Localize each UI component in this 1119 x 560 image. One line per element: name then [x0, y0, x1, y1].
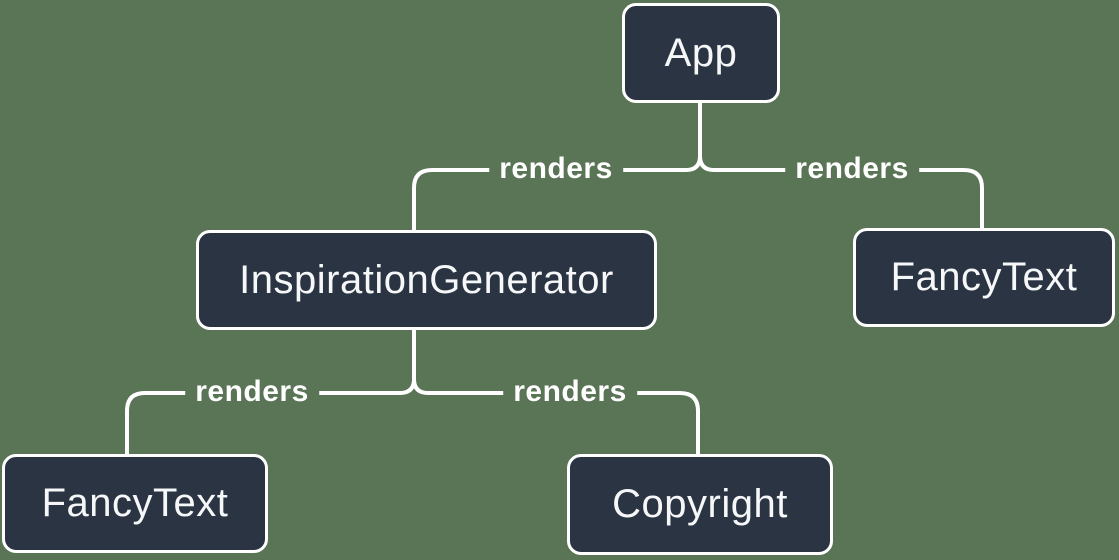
node-inspiration-generator-label: InspirationGenerator — [239, 257, 614, 302]
node-copyright-label: Copyright — [612, 482, 788, 526]
node-inspiration-generator: InspirationGenerator — [196, 230, 657, 330]
node-app-label: App — [664, 30, 738, 75]
edge-label-renders: renders — [185, 373, 319, 411]
node-copyright: Copyright — [567, 454, 833, 555]
edge-label-renders: renders — [785, 150, 919, 188]
edge-label-renders: renders — [489, 150, 623, 188]
node-fancy-text-label: FancyText — [41, 481, 229, 525]
node-app: App — [622, 3, 780, 103]
node-fancy-text: FancyText — [2, 454, 268, 553]
node-fancy-text: FancyText — [853, 228, 1115, 327]
node-fancy-text-label: FancyText — [890, 255, 1078, 299]
edge-label-renders: renders — [503, 373, 637, 411]
